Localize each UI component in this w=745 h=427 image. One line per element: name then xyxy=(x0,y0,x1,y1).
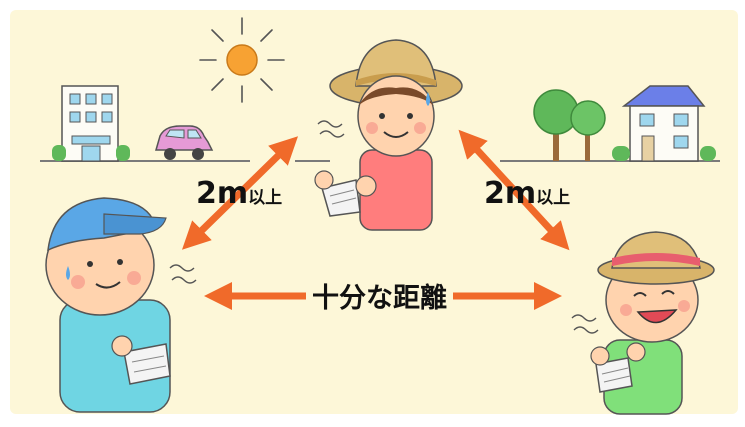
top-woman xyxy=(314,39,463,231)
mask-icon xyxy=(595,357,633,393)
sufficient-distance-label: 十分な距離 xyxy=(306,276,453,315)
right-boy xyxy=(571,231,715,415)
distance-label-left: 2m以上 xyxy=(196,176,282,211)
mask-icon xyxy=(123,343,171,385)
mask-icon xyxy=(321,179,361,217)
distance-suffix-right: 以上 xyxy=(536,188,571,208)
house-icon xyxy=(612,85,716,162)
sun-icon xyxy=(199,17,285,103)
distance-suffix-left: 以上 xyxy=(248,188,283,208)
building-icon xyxy=(52,85,130,162)
left-boy xyxy=(45,197,197,413)
distance-value-right: 2m xyxy=(484,176,537,211)
arrow-right xyxy=(458,129,570,251)
arrow-left xyxy=(181,136,299,250)
distance-value-left: 2m xyxy=(196,176,249,211)
distance-label-right: 2m以上 xyxy=(484,176,570,211)
tree-icon xyxy=(533,89,606,161)
